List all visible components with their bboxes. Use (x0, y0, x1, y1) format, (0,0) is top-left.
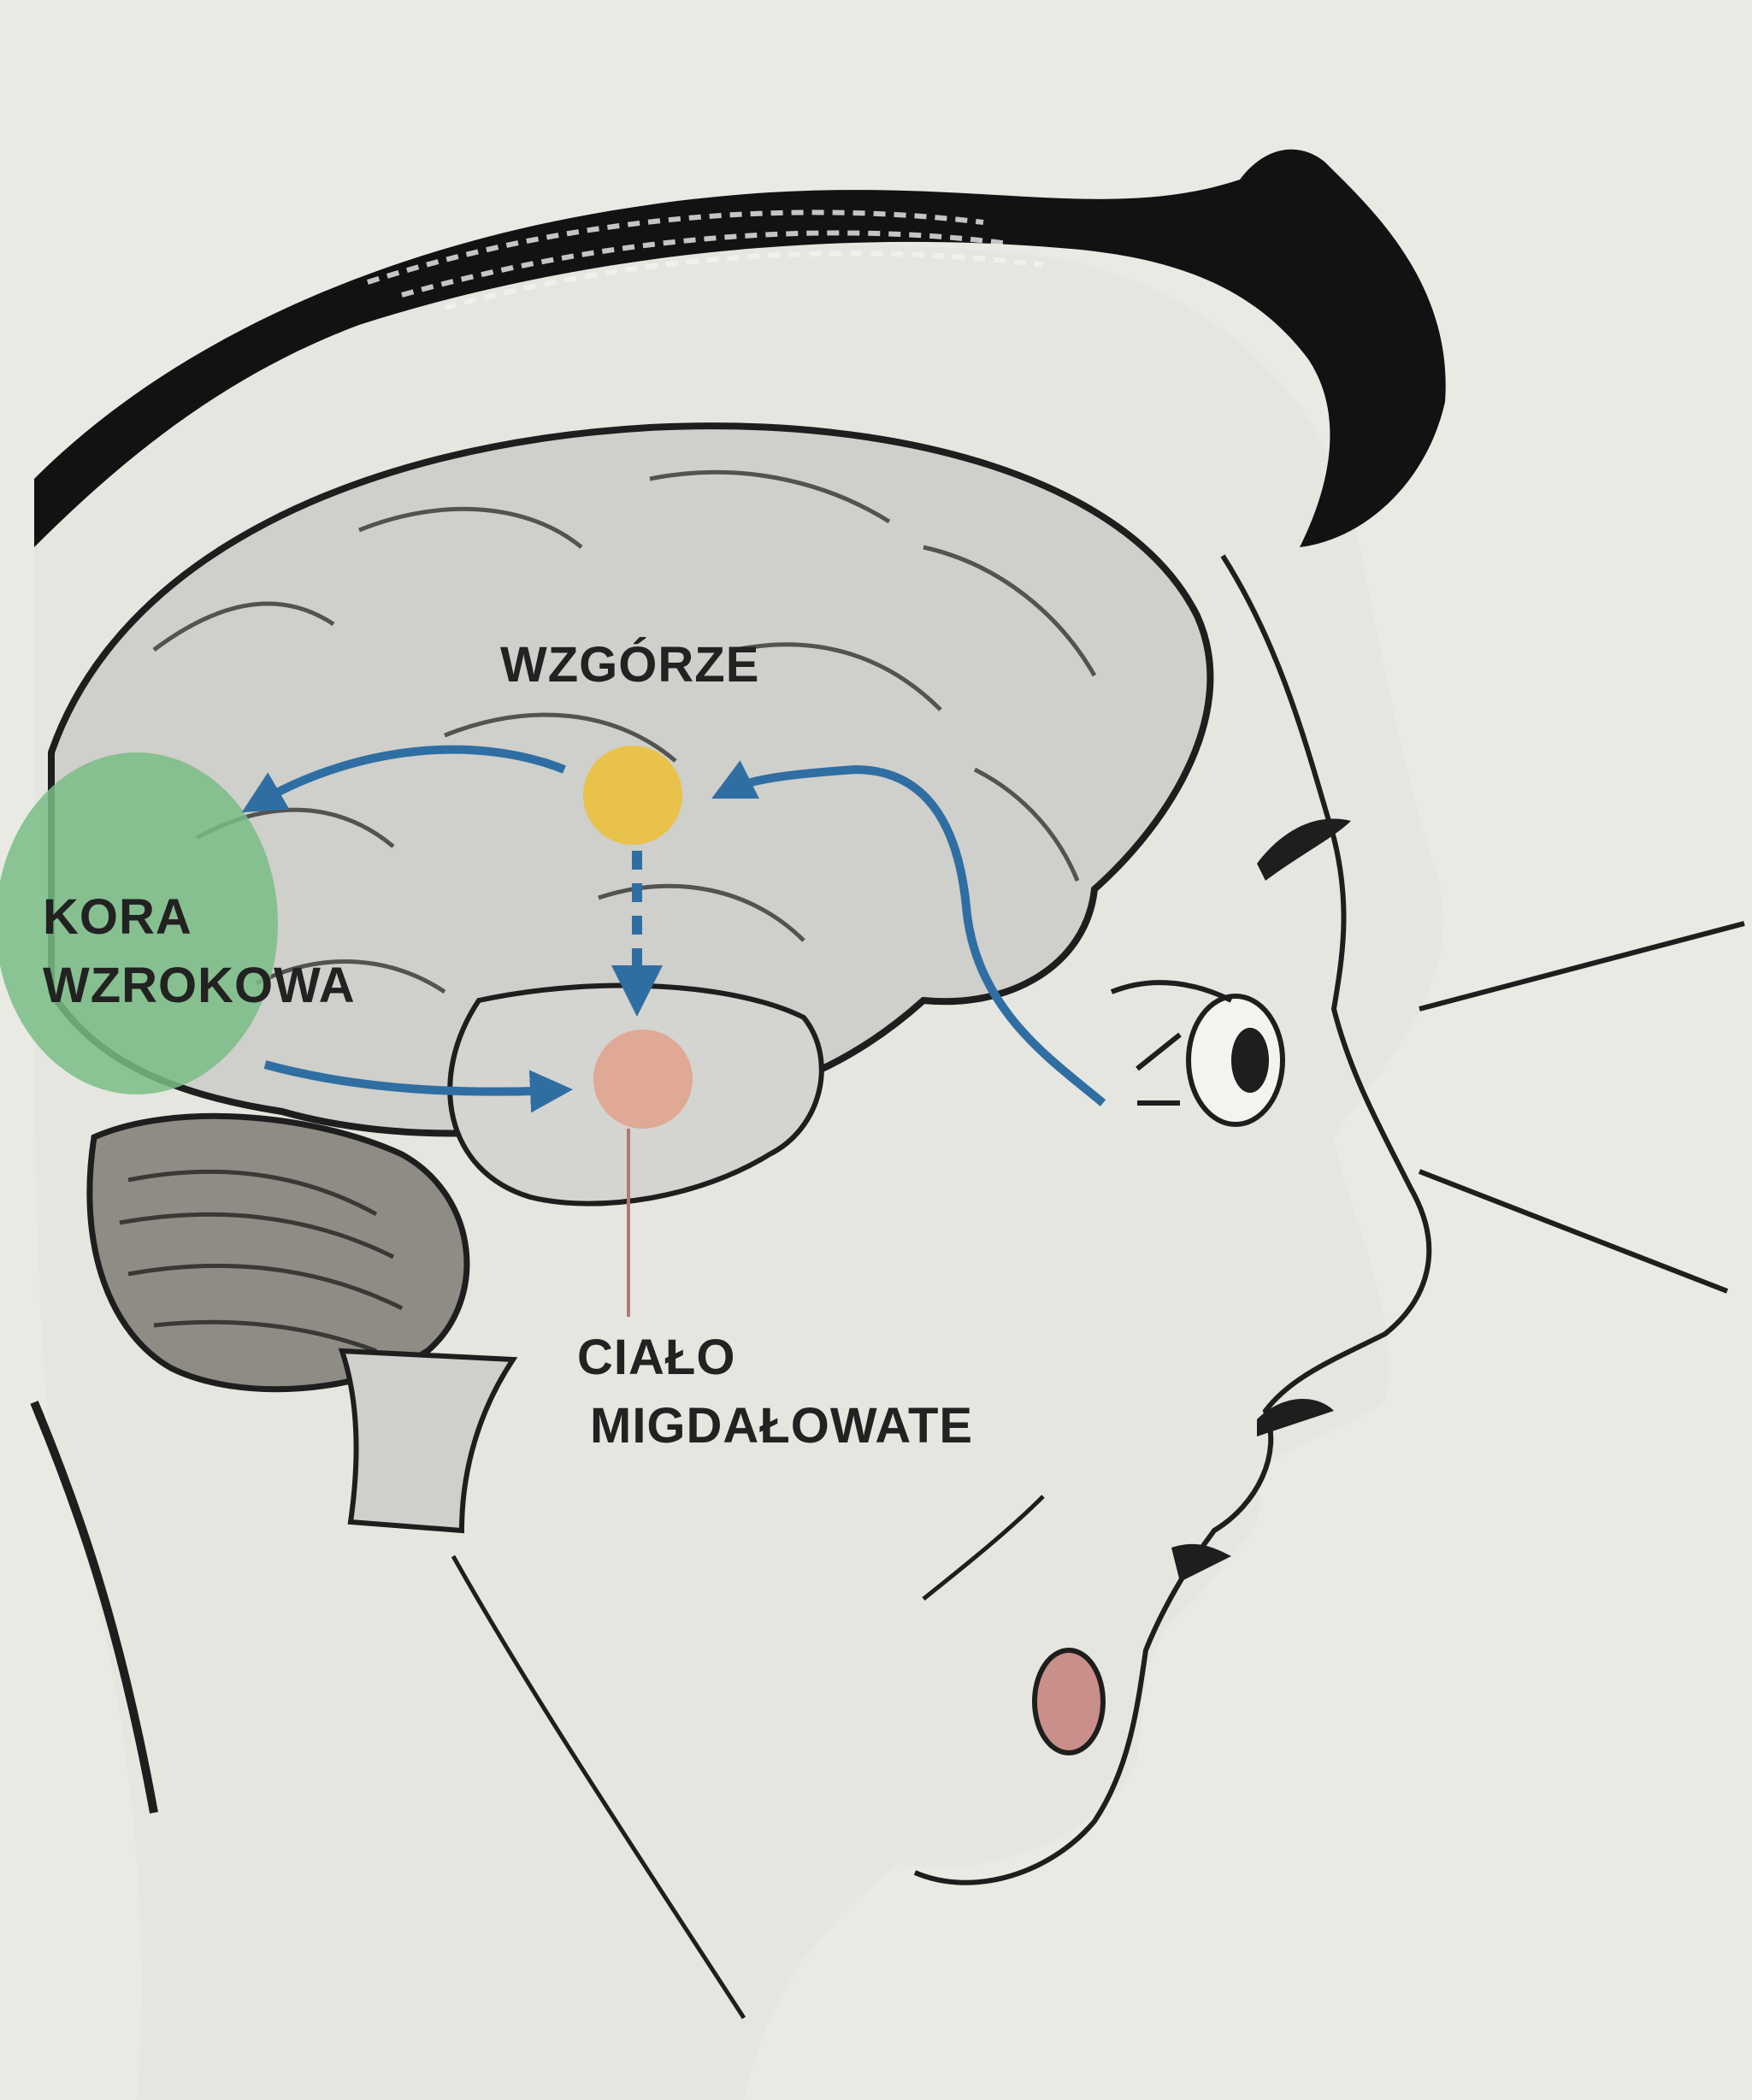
amygdala-label-line1: CIAŁO (577, 1330, 735, 1387)
thalamus-label: WZGÓRZE (500, 637, 759, 694)
eye-iris (1231, 1028, 1269, 1093)
visual-cortex-label-line1: KORA (43, 889, 192, 947)
cerebellum (90, 1116, 467, 1389)
amygdala-node (593, 1029, 693, 1129)
visual-cortex-label-line2: WZROKOWA (43, 958, 356, 1015)
thalamus-node (583, 746, 682, 845)
amygdala-label-line2: MIGDAŁOWATE (590, 1398, 973, 1455)
open-mouth (1035, 1650, 1103, 1753)
